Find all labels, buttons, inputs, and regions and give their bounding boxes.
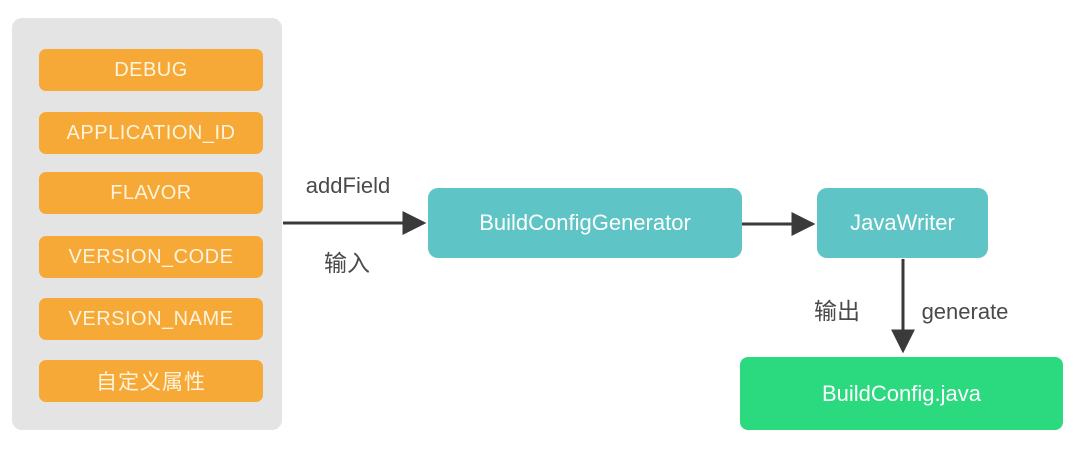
field-chip-version-name: VERSION_NAME bbox=[39, 298, 263, 340]
field-chip-flavor: FLAVOR bbox=[39, 172, 263, 214]
edge-label-input-cn: 输入 bbox=[324, 250, 370, 276]
edge-label-addfield: addField bbox=[305, 173, 391, 198]
field-chip-application-id: APPLICATION_ID bbox=[39, 112, 263, 154]
node-javawriter: JavaWriter bbox=[817, 188, 988, 258]
edge-label-output-cn: 输出 bbox=[814, 298, 860, 324]
field-chip-debug: DEBUG bbox=[39, 49, 263, 91]
build-fields-panel: DEBUG APPLICATION_ID FLAVOR VERSION_CODE… bbox=[12, 18, 282, 430]
field-chip-custom-attribute: 自定义属性 bbox=[39, 360, 263, 402]
field-chip-version-code: VERSION_CODE bbox=[39, 236, 263, 278]
node-buildconfig-java: BuildConfig.java bbox=[740, 357, 1063, 430]
edge-label-generate: generate bbox=[921, 299, 1009, 324]
node-buildconfiggenerator: BuildConfigGenerator bbox=[428, 188, 742, 258]
